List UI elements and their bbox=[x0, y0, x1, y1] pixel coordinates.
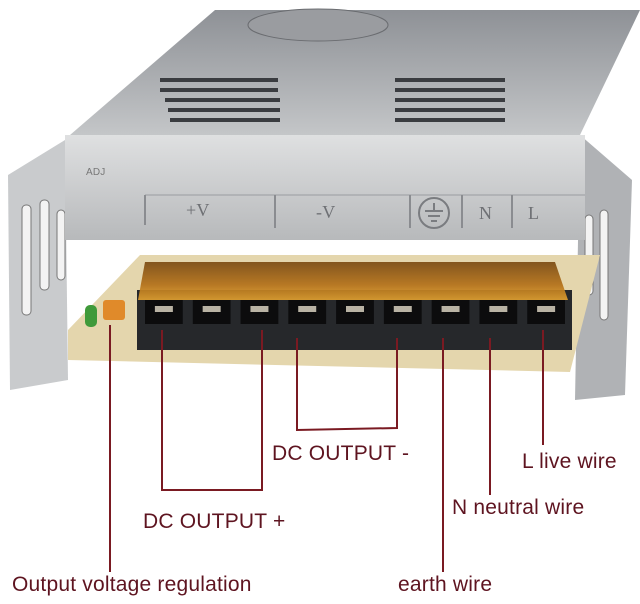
terminal-screw[interactable] bbox=[250, 306, 269, 312]
l-marking: L bbox=[528, 203, 540, 223]
terminal-screw[interactable] bbox=[346, 306, 364, 312]
panel-dividers bbox=[144, 195, 513, 228]
fan-grille bbox=[247, 8, 389, 42]
terminal-screw[interactable] bbox=[393, 306, 412, 312]
terminal-screw[interactable] bbox=[441, 306, 460, 312]
case-left-side bbox=[8, 140, 68, 390]
earth-symbol-icon bbox=[418, 197, 450, 229]
front-panel bbox=[65, 135, 585, 240]
terminal-screw[interactable] bbox=[537, 306, 556, 312]
led-indicator bbox=[85, 305, 97, 327]
label-n-neutral-wire: N neutral wire bbox=[452, 496, 585, 519]
case-top bbox=[70, 10, 640, 135]
vent-slots bbox=[160, 78, 505, 122]
terminal-screw[interactable] bbox=[202, 306, 221, 312]
adj-marking: ADJ bbox=[86, 167, 106, 178]
terminal-screw[interactable] bbox=[298, 306, 317, 312]
minus-v-marking: -V bbox=[316, 202, 336, 222]
terminal-cover[interactable] bbox=[138, 262, 568, 300]
label-dc-output-plus: DC OUTPUT + bbox=[143, 510, 286, 533]
terminal-screw[interactable] bbox=[154, 306, 173, 312]
voltage-adjust-potentiometer[interactable] bbox=[103, 300, 125, 320]
n-marking: N bbox=[479, 203, 493, 223]
leader-lines bbox=[109, 325, 544, 572]
label-earth-wire: earth wire bbox=[398, 573, 493, 596]
label-l-live-wire: L live wire bbox=[522, 450, 617, 473]
label-output-voltage-regulation: Output voltage regulation bbox=[12, 573, 252, 596]
plus-v-marking: +V bbox=[186, 200, 210, 220]
terminal-screw[interactable] bbox=[489, 306, 508, 312]
label-dc-output-minus: DC OUTPUT - bbox=[272, 442, 410, 465]
